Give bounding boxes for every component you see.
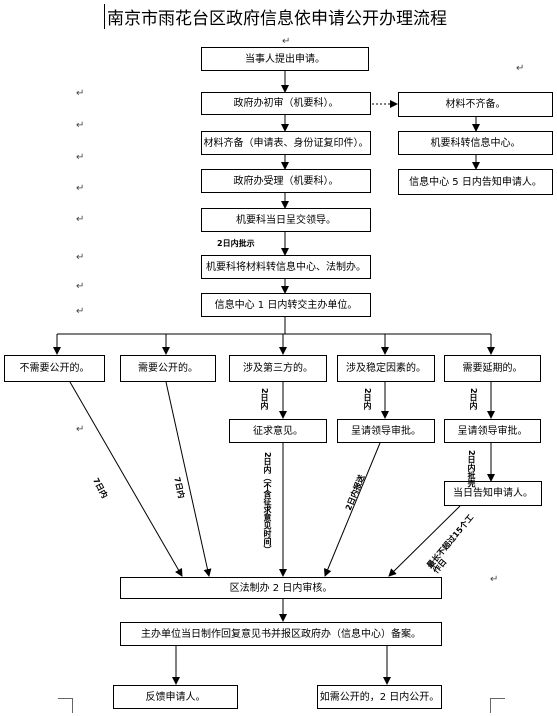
box-need-public: 需要公开的。 [120,355,216,382]
box-apply: 当事人提出申请。 [201,47,369,71]
paragraph-mark: ↵ [516,63,525,74]
paragraph-mark: ↵ [76,306,85,317]
arrow-notify-to-legal [388,505,461,577]
box-notify-same-day: 当日告知申请人。 [444,481,542,506]
page-title: 南京市雨花台区政府信息依申请公开办理流程 [104,4,447,29]
paragraph-mark: ↵ [76,120,85,131]
paragraph-mark: ↵ [76,152,85,163]
box-leader: 机要科当日呈交领导。 [201,208,371,232]
box-notify5: 信息中心 5 日内告知申请人。 [398,169,553,195]
box-consult: 征求意见。 [229,419,327,443]
paragraph-mark: ↵ [76,424,85,435]
box-extend: 需要延期的。 [444,355,541,382]
label-two-days-third: 2日内 [260,388,269,410]
label-two-days-extend: 2日内 [469,388,478,410]
paragraph-mark: ↵ [76,183,85,194]
box-report-leader-1: 呈请领导审批。 [337,419,435,443]
paragraph-mark: ↵ [282,36,291,47]
box-feedback: 反馈申请人。 [113,685,238,709]
paragraph-mark: ↵ [76,281,85,292]
label-two-days-approve: 2日内批示 [217,239,255,248]
box-archive: 主办单位当日制作回复意见书并报区政府办（信息中心）备案。 [120,622,442,646]
paragraph-mark: ↵ [490,574,499,585]
paragraph-mark: ↵ [76,252,85,263]
box-transfer: 机要科将材料转信息中心、法制办。 [201,255,371,279]
arrow-report-to-legal [323,442,381,577]
label-two-days-excl-consult: 2日内（不含征求意见时间） [263,452,272,554]
box-info-center: 信息中心 1 日内转交主办单位。 [201,293,371,317]
box-forward-info: 机要科转信息中心。 [398,131,553,155]
box-report-leader-2: 呈请领导审批。 [444,419,541,443]
box-publish: 如需公开的，2 日内公开。 [317,685,442,709]
box-complete: 材料齐备（申请表、身份证复印件）。 [201,131,371,155]
page-corner-mark [58,698,73,713]
box-legal-review: 区法制办 2 日内审核。 [120,577,442,599]
box-no-public: 不需要公开的。 [4,355,105,382]
box-accept: 政府办受理（机要科）。 [201,169,371,193]
page-corner-mark [490,698,505,713]
arrow-need-public-to-legal [165,381,212,577]
box-third-party: 涉及第三方的。 [229,355,327,382]
arrow-no-public-to-legal [69,381,183,577]
box-incomplete: 材料不齐备。 [398,92,553,117]
label-two-days-stability: 2日内 [363,388,372,410]
box-stability: 涉及稳定因素的。 [337,355,435,382]
box-initial-review: 政府办初审（机要科）。 [201,92,371,115]
label-two-days-approved: 2日内批完 [467,450,476,488]
paragraph-mark: ↵ [76,88,85,99]
paragraph-mark: ↵ [76,214,85,225]
